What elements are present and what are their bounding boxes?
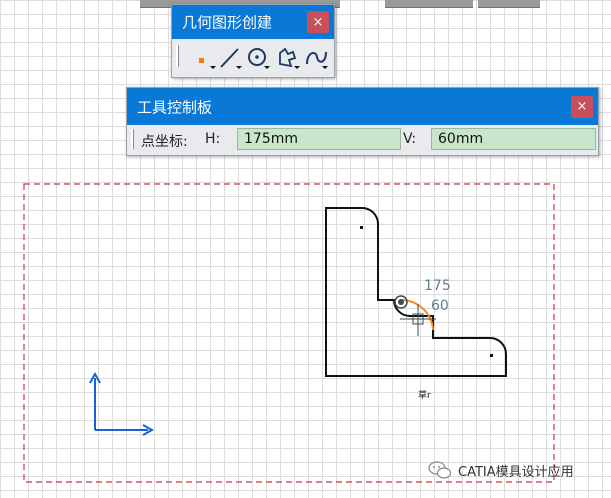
wechat-icon xyxy=(428,461,452,479)
top-toolbar-segment xyxy=(478,0,540,8)
h-axis-arrow-icon xyxy=(142,424,155,436)
anchor-point-dot xyxy=(398,299,404,305)
readout-h: 175 xyxy=(424,278,451,294)
cursor-crosshair-icon xyxy=(400,304,436,336)
tools-palette-title: 工具控制板 xyxy=(137,98,213,116)
tools-palette-titlebar[interactable]: 工具控制板 × xyxy=(127,88,598,125)
line-tool-button[interactable] xyxy=(218,44,244,72)
geometry-toolbar-titlebar[interactable]: 几何图形创建 × xyxy=(172,5,334,39)
h-label: H: xyxy=(205,131,221,147)
anchor-point-marker[interactable] xyxy=(394,295,408,309)
toolbar-grip[interactable] xyxy=(176,45,179,67)
h-coordinate-input[interactable] xyxy=(237,128,401,150)
line-icon xyxy=(220,48,242,69)
watermark-text: CATIA模具设计应用 xyxy=(458,464,574,480)
profile-icon xyxy=(279,47,300,69)
point-coordinate-label: 点坐标: xyxy=(141,134,188,150)
v-axis-arrow-icon xyxy=(89,371,101,384)
l-shape-profile[interactable] xyxy=(325,207,507,377)
toolbar-grip[interactable] xyxy=(131,129,134,149)
point-icon xyxy=(199,58,216,69)
point-tool-button[interactable] xyxy=(192,44,218,72)
profile-tool-button[interactable] xyxy=(276,44,302,72)
geometry-toolbar-title: 几何图形创建 xyxy=(182,13,273,32)
watermark: CATIA模具设计应用 xyxy=(428,460,574,480)
top-toolbar-segment xyxy=(385,0,473,8)
v-label: V: xyxy=(403,131,417,147)
close-button[interactable]: × xyxy=(307,11,329,33)
sheet-frame xyxy=(23,183,555,483)
geometry-tools-row xyxy=(172,39,334,76)
tools-palette[interactable]: 工具控制板 × 点坐标: H: V: xyxy=(126,87,599,156)
point-coordinate-row: 点坐标: H: V: xyxy=(127,125,598,155)
close-icon: × xyxy=(312,14,324,30)
profile-point[interactable] xyxy=(360,226,363,229)
sketch-label: 草r xyxy=(418,389,431,401)
close-button[interactable]: × xyxy=(571,95,593,118)
readout-v: 60 xyxy=(431,298,449,314)
profile-point[interactable] xyxy=(490,354,493,357)
spline-icon xyxy=(306,51,328,69)
v-coordinate-input[interactable] xyxy=(431,128,596,150)
geometry-creation-toolbar[interactable]: 几何图形创建 × xyxy=(171,4,335,78)
spline-tool-button[interactable] xyxy=(304,44,330,72)
close-icon: × xyxy=(576,99,588,114)
circle-icon xyxy=(248,48,270,69)
axis-indicator xyxy=(89,371,155,436)
circle-tool-button[interactable] xyxy=(246,44,272,72)
